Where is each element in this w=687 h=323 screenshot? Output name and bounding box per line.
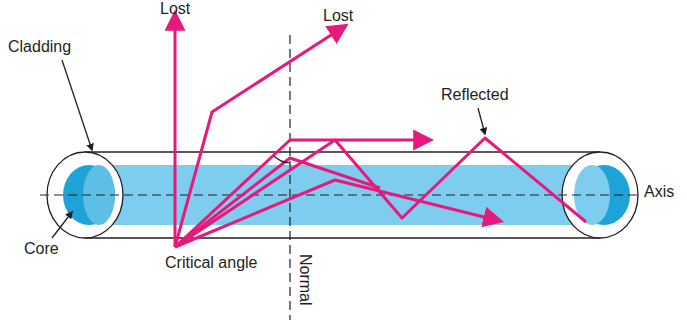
cladding-edge: [85, 237, 600, 238]
angle-label: Critical angle: [163, 254, 259, 272]
part-name: Core: [24, 240, 59, 258]
part-name: Cladding: [8, 38, 71, 56]
axis-label: Axis: [644, 183, 674, 201]
callout-label: Reflected: [441, 86, 509, 104]
angle-arc: [274, 156, 290, 163]
normal-label: Normal: [296, 254, 314, 306]
leader-line: [478, 108, 485, 134]
ray-label: Lost: [160, 0, 190, 18]
normal-line: [289, 35, 290, 320]
cladding-edge: [85, 151, 600, 152]
axis-line: [40, 194, 640, 195]
light-rays: [175, 14, 586, 247]
ray-label: Lost: [323, 7, 353, 25]
leader-line: [62, 60, 92, 150]
leader-line: [52, 212, 72, 238]
